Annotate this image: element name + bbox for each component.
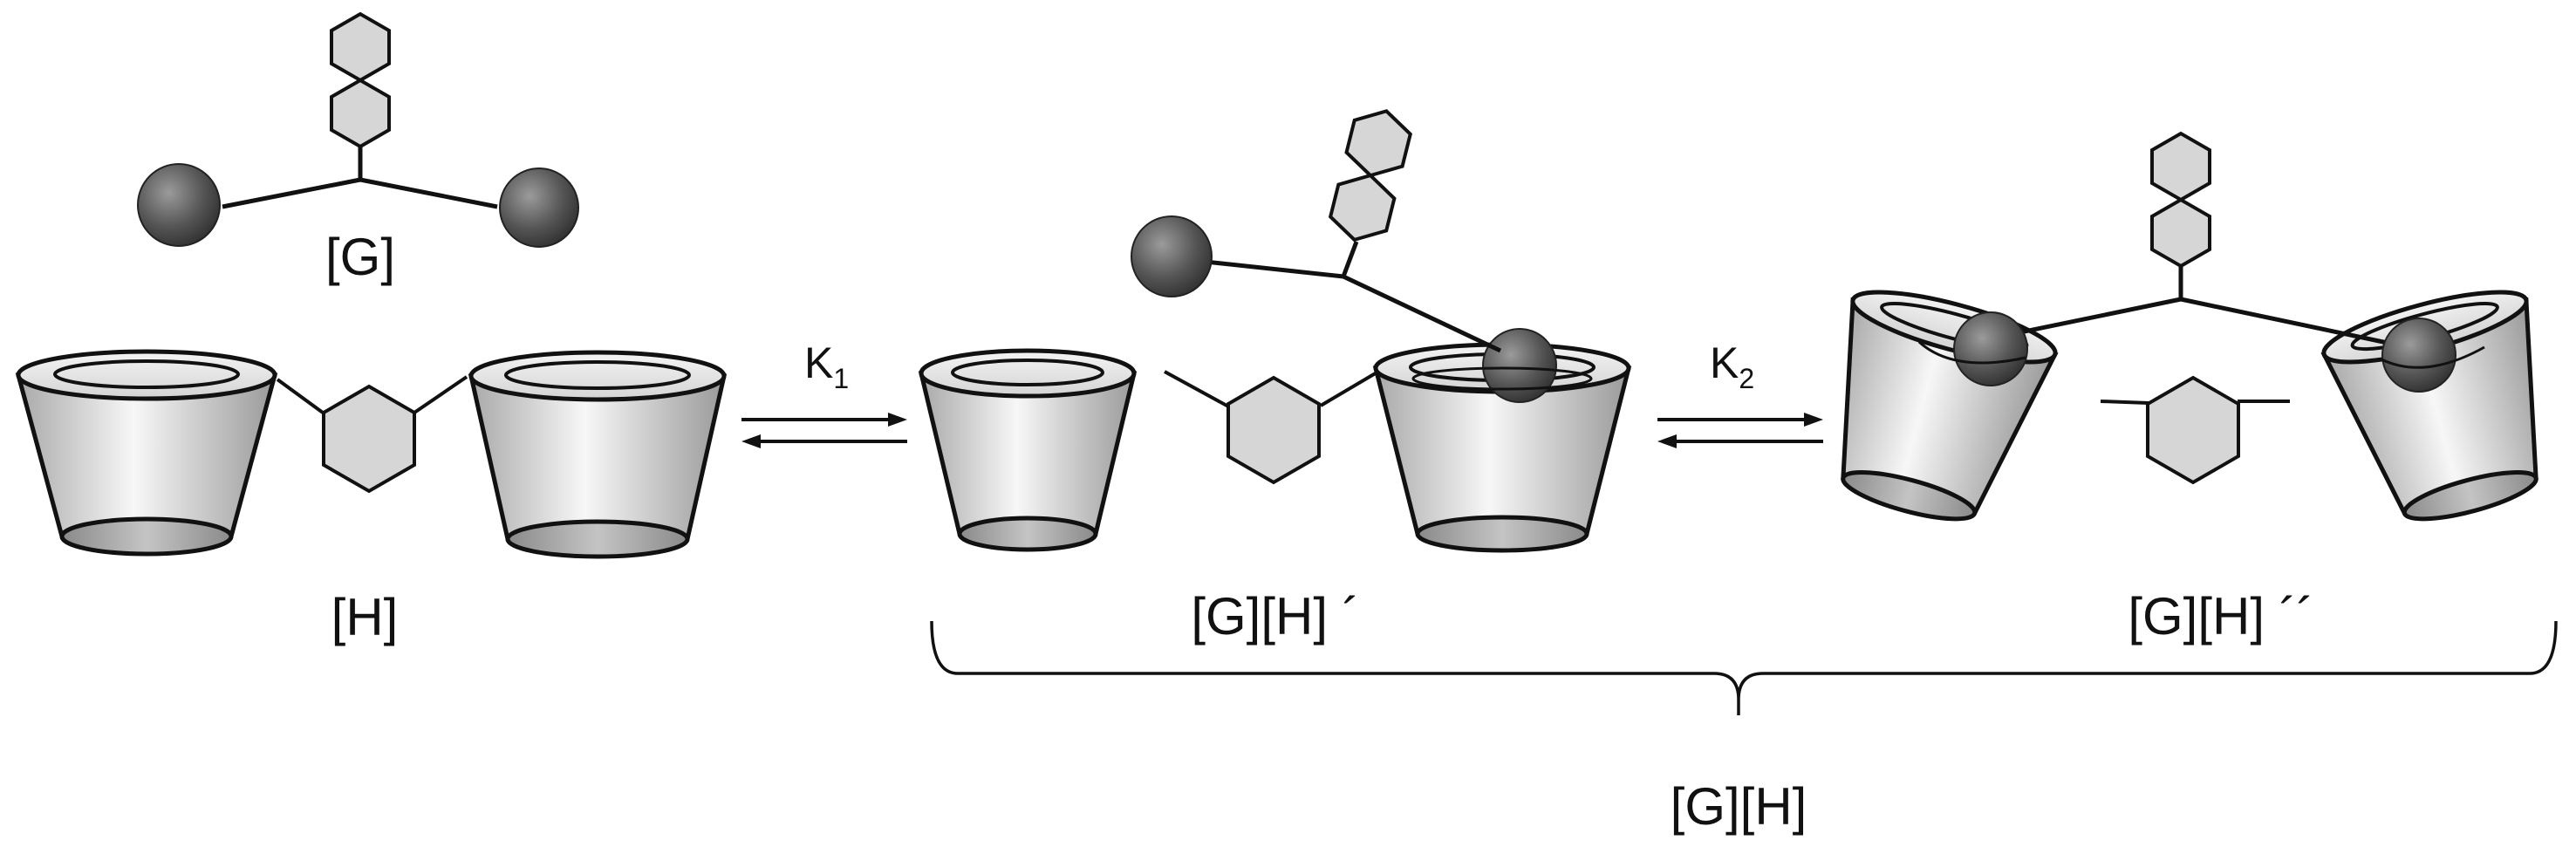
complex-1-linker-left [1164,370,1231,409]
complex-2-spacer-ring [2146,375,2240,485]
host-cup-right [468,350,728,559]
guest-biphenyl-ring-upper [330,11,391,83]
guest-molecule [137,11,579,248]
complex-2-cup-right [2320,290,2538,522]
complex-1-guest-bond-bound [1342,274,1502,353]
guest-ball-right [499,167,579,248]
equilibrium-arrows-k2 [1657,413,1823,448]
complex-1-label: [G][H] ´ [1191,587,1359,646]
complex-1 [918,109,1632,553]
complex-2-linker-left [2100,400,2149,405]
complex-1-biphenyl-ring-upper [1344,109,1412,178]
k1-letter: K [804,338,833,387]
complex-1-ball-included [1482,328,1557,403]
host-molecule [15,349,728,559]
host-label: [H] [331,588,399,646]
complex-1-ball-free [1131,215,1213,297]
complex-1-spacer-ring [1227,375,1321,485]
complex-2-biphenyl-ring-upper [2150,131,2211,202]
guest-ball-left [137,163,221,247]
guest-bond-left [222,177,361,209]
complex-1-guest-stem [1341,241,1359,277]
complex-2-biphenyl-ring-lower [2150,197,2211,269]
complex-2-ball-right [2381,318,2456,393]
complex-2-label: [G][H] ´´ [2128,587,2313,646]
k2-letter: K [1710,338,1739,387]
complex-2-ball-left [1953,311,2028,386]
complex-1-linker-right [1319,370,1380,407]
complex-1-cup-right [1372,328,1632,553]
host-spacer-ring [322,384,416,494]
k2-label: K2 [1710,338,1754,394]
complex-1-biphenyl-ring-lower [1328,173,1397,243]
k1-subscript: 1 [833,363,849,394]
guest-bond-right [359,177,498,209]
complex-2-guest-bond-right [2180,297,2417,352]
complex-2-cup-left [1841,290,2059,522]
complex-total-label: [G][H] [1671,777,1807,836]
complex-2 [1841,131,2538,522]
host-linker-right [413,375,468,414]
k2-subscript: 2 [1739,363,1754,394]
complex-1-cup-left [918,348,1138,552]
host-linker-left [276,378,325,414]
equilibrium-arrows-k1 [741,413,907,448]
host-cup-left [15,349,278,557]
k1-label: K1 [804,338,849,394]
guest-label: [G] [325,228,395,286]
guest-biphenyl-ring-lower [330,78,391,149]
